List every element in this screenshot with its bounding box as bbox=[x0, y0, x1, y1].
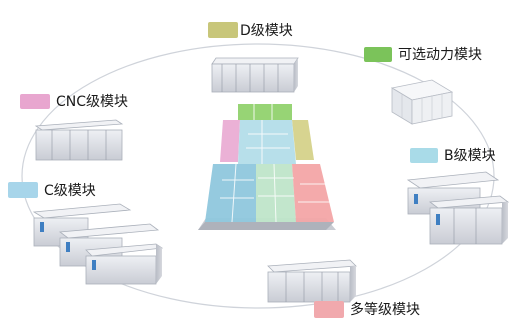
label-cnc-text: CNC级模块 bbox=[56, 94, 129, 110]
label-b-module: B级模块 bbox=[410, 145, 496, 165]
central-assembly bbox=[198, 104, 336, 230]
label-c-module: C级模块 bbox=[8, 180, 96, 200]
label-b-text: B级模块 bbox=[444, 148, 496, 164]
zone-cnc bbox=[220, 120, 240, 162]
zone-d bbox=[292, 120, 314, 160]
zone-power bbox=[238, 104, 292, 120]
swatch-cnc bbox=[20, 93, 50, 109]
cycle-ellipse bbox=[21, 43, 495, 309]
label-cnc-module: CNC级模块 bbox=[20, 91, 128, 111]
swatch-d bbox=[208, 22, 238, 38]
label-d-module: D级模块 bbox=[208, 20, 293, 40]
module-d-building bbox=[211, 57, 299, 93]
zone-multi bbox=[292, 164, 334, 222]
swatch-multi bbox=[314, 300, 344, 318]
swatch-b bbox=[410, 147, 438, 163]
label-d-text: D级模块 bbox=[240, 23, 293, 39]
label-power-text: 可选动力模块 bbox=[398, 47, 482, 63]
label-c-text: C级模块 bbox=[44, 183, 96, 199]
swatch-c bbox=[8, 182, 38, 198]
label-power-module: 可选动力模块 bbox=[364, 44, 482, 64]
zone-c bbox=[205, 164, 256, 222]
module-multi-building bbox=[267, 259, 357, 303]
module-c-building bbox=[32, 203, 164, 285]
module-power-building bbox=[390, 79, 454, 125]
module-cnc-building bbox=[34, 119, 124, 161]
label-multi-module: 多等级模块 bbox=[314, 299, 420, 319]
label-multi-text: 多等级模块 bbox=[350, 302, 420, 318]
swatch-power bbox=[364, 46, 392, 62]
module-b-building bbox=[406, 171, 510, 245]
zone-b bbox=[238, 120, 296, 164]
